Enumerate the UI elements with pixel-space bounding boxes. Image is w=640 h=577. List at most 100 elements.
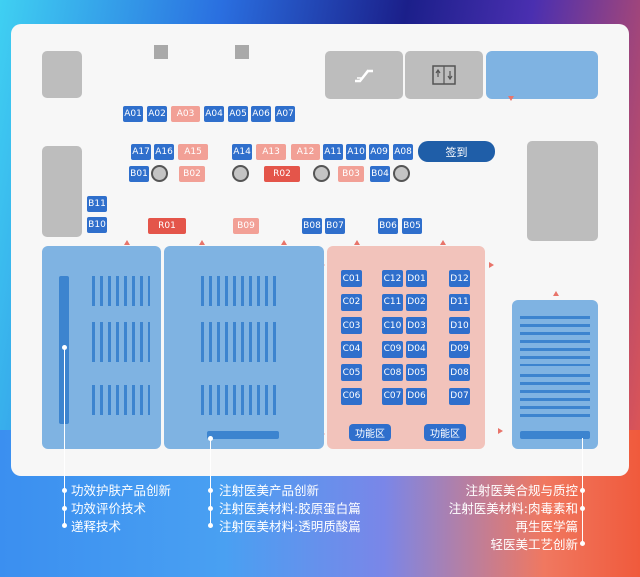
booth[interactable]: A17 (131, 144, 151, 160)
booth[interactable]: A01 (123, 106, 143, 122)
booth[interactable]: C06 (341, 387, 362, 405)
booth[interactable]: B07 (325, 218, 345, 234)
booth[interactable]: D04 (406, 340, 427, 358)
round-table (313, 165, 330, 182)
legend-dot (580, 541, 585, 546)
booth[interactable]: C10 (382, 317, 403, 334)
booth[interactable]: D09 (449, 340, 470, 358)
booth[interactable]: A02 (147, 106, 167, 122)
booth[interactable]: A15 (178, 144, 208, 160)
booth[interactable]: A10 (346, 144, 366, 160)
entrance-arrow (498, 428, 503, 434)
legend-dot (62, 523, 67, 528)
booth[interactable]: A06 (251, 106, 271, 122)
booth[interactable]: B11 (87, 196, 107, 212)
stage-bar (520, 431, 590, 439)
escalator-icon (355, 69, 373, 83)
booth[interactable]: B06 (378, 218, 398, 234)
legend-item: 注射医美合规与质控 (465, 483, 578, 498)
booth[interactable]: B08 (302, 218, 322, 234)
booth[interactable]: D08 (449, 364, 470, 381)
booth[interactable]: D06 (406, 387, 427, 405)
booth[interactable]: A13 (256, 144, 286, 160)
booth[interactable]: D12 (449, 270, 470, 287)
legend-dot (580, 506, 585, 511)
entrance-arrow (124, 240, 130, 245)
booth[interactable]: B03 (338, 166, 364, 182)
booth[interactable]: C02 (341, 293, 362, 311)
booth[interactable]: A12 (291, 144, 320, 160)
legend-item: 注射医美材料:肉毒素和 (448, 501, 578, 516)
legend-dot (62, 488, 67, 493)
signin-desk[interactable]: 签到 (418, 141, 495, 162)
legend-line (210, 439, 211, 524)
round-table (151, 165, 168, 182)
pillar-block (42, 146, 82, 237)
booth[interactable]: A04 (204, 106, 224, 122)
booth[interactable]: B05 (402, 218, 422, 234)
booth[interactable]: B09 (233, 218, 259, 234)
booth[interactable]: C03 (341, 317, 362, 334)
booth[interactable]: C05 (341, 364, 362, 381)
booth[interactable]: C07 (382, 387, 403, 405)
entrance-arrow (440, 240, 446, 245)
booth[interactable]: D11 (449, 293, 470, 311)
legend-item: 再生医学篇 (515, 519, 578, 534)
legend-mid: 注射医美产品创新 注射医美材料:胶原蛋白篇 注射医美材料:透明质酸篇 (219, 482, 361, 536)
entrance-arrow (553, 291, 559, 296)
escalator[interactable] (325, 51, 403, 99)
booth[interactable]: D03 (406, 317, 427, 334)
booth[interactable]: B10 (87, 217, 107, 233)
column-marker (154, 45, 168, 59)
hall-upper-right (486, 51, 598, 99)
booth[interactable]: A09 (369, 144, 389, 160)
legend-dot (62, 345, 67, 350)
booth[interactable]: D02 (406, 293, 427, 311)
booth[interactable]: C12 (382, 270, 403, 287)
booth[interactable]: B04 (370, 166, 390, 182)
column-marker (235, 45, 249, 59)
elevator[interactable] (405, 51, 483, 99)
booth[interactable]: C11 (382, 293, 403, 311)
entrance-arrow (354, 240, 360, 245)
pillar-block (42, 51, 82, 98)
legend-dot (208, 506, 213, 511)
legend-item: 功效护肤产品创新 (71, 483, 172, 498)
legend-item: 注射医美材料:透明质酸篇 (219, 519, 361, 534)
legend-dot (208, 523, 213, 528)
shelf-block (201, 322, 281, 362)
entrance-arrow (281, 240, 287, 245)
shelf-block (201, 385, 281, 415)
booth[interactable]: A08 (393, 144, 413, 160)
booth[interactable]: D07 (449, 387, 470, 405)
booth[interactable]: C04 (341, 340, 362, 358)
function-zone-2[interactable]: 功能区 (424, 424, 466, 441)
function-zone-1[interactable]: 功能区 (349, 424, 391, 441)
booth[interactable]: D05 (406, 364, 427, 381)
legend-dot (62, 506, 67, 511)
booth[interactable]: R02 (264, 166, 300, 182)
booth[interactable]: A14 (232, 144, 252, 160)
booth[interactable]: C09 (382, 340, 403, 358)
booth[interactable]: D01 (406, 270, 427, 287)
legend-item: 轻医美工艺创新 (490, 537, 578, 552)
elevator-icon (432, 65, 456, 85)
booth[interactable]: C01 (341, 270, 362, 287)
legend-dot (208, 436, 213, 441)
booth[interactable]: A03 (171, 106, 200, 122)
booth[interactable]: A07 (275, 106, 295, 122)
booth[interactable]: B01 (129, 166, 149, 182)
booth[interactable]: A11 (323, 144, 343, 160)
booth[interactable]: A16 (154, 144, 174, 160)
shelf-block (520, 316, 590, 366)
legend-dot (208, 488, 213, 493)
round-table (393, 165, 410, 182)
booth[interactable]: D10 (449, 317, 470, 334)
shelf-block (92, 276, 150, 306)
booth[interactable]: B02 (179, 166, 205, 182)
legend-left: 功效护肤产品创新 功效评价技术 递释技术 (71, 482, 171, 536)
booth[interactable]: A05 (228, 106, 248, 122)
booth[interactable]: C08 (382, 364, 403, 381)
shelf-block (92, 385, 150, 415)
booth[interactable]: R01 (148, 218, 186, 234)
